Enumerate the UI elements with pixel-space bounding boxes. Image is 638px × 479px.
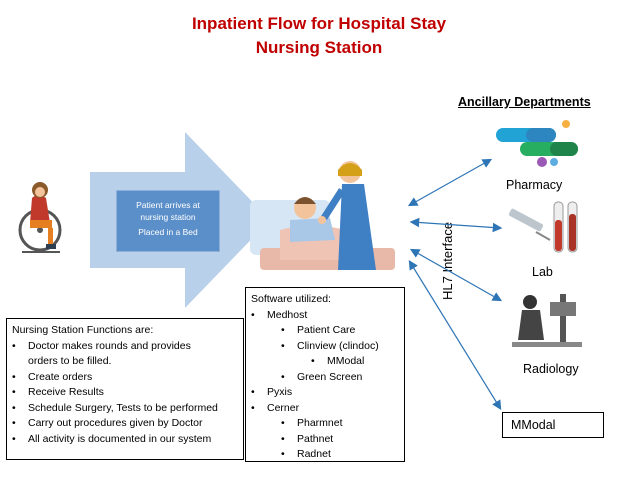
list-item: •Create orders — [12, 370, 93, 383]
connector-mmodal — [408, 259, 502, 411]
list-item: •Receive Results — [12, 386, 104, 398]
list-item: •Schedule Surgery, Tests to be performed — [12, 401, 218, 414]
patient-box-line1: Patient arrives at — [136, 200, 200, 210]
software-box: Software utilized: •Medhost •Patient Car… — [245, 287, 405, 462]
list-item: •Carry out procedures given by Doctor — [12, 417, 203, 429]
patient-box-line2: nursing station — [140, 212, 196, 222]
list-item: •Patient Care — [281, 324, 356, 336]
list-item: •Pathnet — [281, 432, 334, 445]
page-subtitle: Nursing Station — [255, 38, 383, 57]
list-item: •All activity is documented in our syste… — [12, 432, 212, 445]
patient-arrival-box: Patient arrives at nursing station Place… — [116, 190, 220, 252]
syringe-test-tubes-icon — [508, 201, 578, 253]
list-item: •Cerner — [251, 401, 300, 414]
nurse-patient-icon — [250, 161, 395, 270]
software-heading: Software utilized: — [251, 293, 331, 305]
wheelchair-patient-icon — [18, 182, 62, 253]
list-item: •MModal — [311, 355, 365, 367]
connector-radiology — [409, 248, 503, 302]
list-item: •Medhost — [251, 308, 308, 321]
list-item: •Doctor makes rounds and provides — [12, 339, 191, 352]
pharmacy-label: Pharmacy — [506, 178, 563, 192]
connector-pharmacy — [407, 158, 493, 207]
lab-label: Lab — [532, 265, 553, 279]
patient-box-line3: Placed in a Bed — [138, 227, 198, 237]
nursing-functions-box: Nursing Station Functions are: •Doctor m… — [6, 318, 244, 460]
mmodal-label: MModal — [511, 418, 556, 432]
nursing-functions-heading: Nursing Station Functions are: — [12, 324, 154, 336]
list-item: •Radnet — [281, 448, 331, 460]
list-item: •Clinview (clindoc) — [281, 339, 379, 352]
list-item: orders to be filled. — [28, 355, 112, 367]
radiology-label: Radiology — [523, 362, 579, 376]
pills-icon — [496, 120, 578, 167]
list-item: •Pyxis — [251, 386, 293, 398]
page-title: Inpatient Flow for Hospital Stay — [191, 14, 447, 33]
list-item: •Pharmnet — [281, 417, 343, 429]
connector-lab — [409, 217, 503, 233]
xray-machine-icon — [512, 294, 582, 347]
mmodal-box: MModal — [502, 412, 604, 438]
ancillary-heading: Ancillary Departments — [458, 95, 591, 109]
list-item: •Green Screen — [281, 370, 363, 383]
